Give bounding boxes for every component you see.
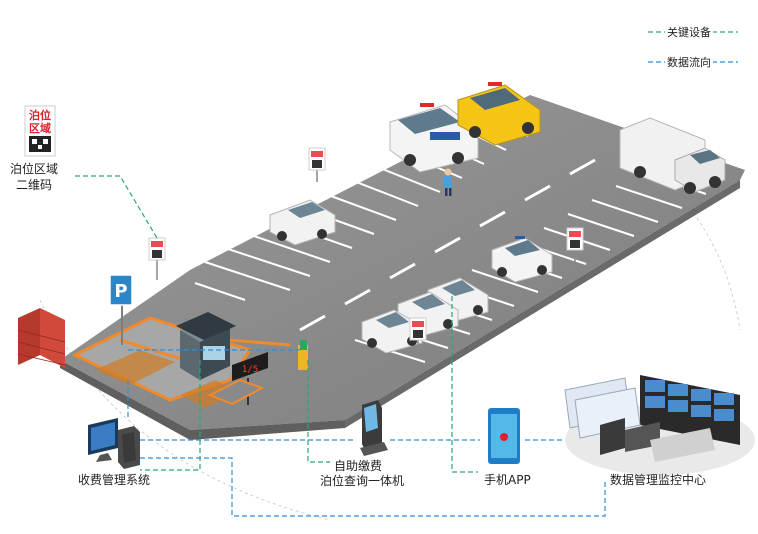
label-berth-qr-line1: 泊位区域 [10, 162, 59, 176]
berth-qr-sign: 泊位 区域 [24, 105, 56, 157]
entrance-kiosk [298, 340, 308, 370]
car-white-upper [269, 199, 336, 246]
lane-island [207, 378, 265, 406]
brick-wall [17, 308, 66, 368]
police-van [389, 103, 479, 173]
label-toll-system: 收费管理系统 [78, 473, 151, 487]
road-edge-right [345, 180, 740, 428]
label-mobile-app: 手机APP [484, 473, 531, 487]
led-display-text: 1/5 [242, 365, 258, 375]
barrier-arm-right [229, 338, 291, 347]
parking-attendant [444, 168, 452, 196]
label-kiosk-line2: 泊位查询一体机 [320, 474, 405, 488]
parking-sign-letter: P [114, 281, 127, 302]
entrance-mat [95, 350, 175, 385]
police-car-right [491, 236, 553, 283]
qr-tag-upper [308, 147, 326, 182]
toll-computer [88, 418, 140, 469]
qr-sign-line1: 泊位 [29, 108, 51, 122]
key-equipment-lines [75, 175, 478, 473]
qr-sign-line2: 区域 [29, 121, 51, 135]
kiosk-device [360, 400, 388, 456]
label-berth-qr-line2: 二维码 [16, 178, 53, 192]
qr-tag-mid-left [148, 237, 166, 280]
legend-key-equipment: 关键设备 [665, 24, 713, 40]
mobile-phone [488, 408, 520, 464]
qr-tag-right [566, 227, 584, 262]
truck [619, 117, 726, 194]
qr-tag-lower [409, 317, 427, 352]
parking-sign: P [109, 274, 133, 345]
data-flow-lines [127, 349, 606, 517]
yellow-van [457, 82, 541, 146]
legend-data-flow: 数据流向 [665, 54, 713, 70]
data-center [564, 375, 755, 475]
center-dashes [299, 158, 596, 332]
label-data-center: 数据管理监控中心 [610, 473, 707, 487]
label-kiosk-line1: 自助缴费 [334, 459, 383, 473]
toll-booth [176, 312, 236, 380]
